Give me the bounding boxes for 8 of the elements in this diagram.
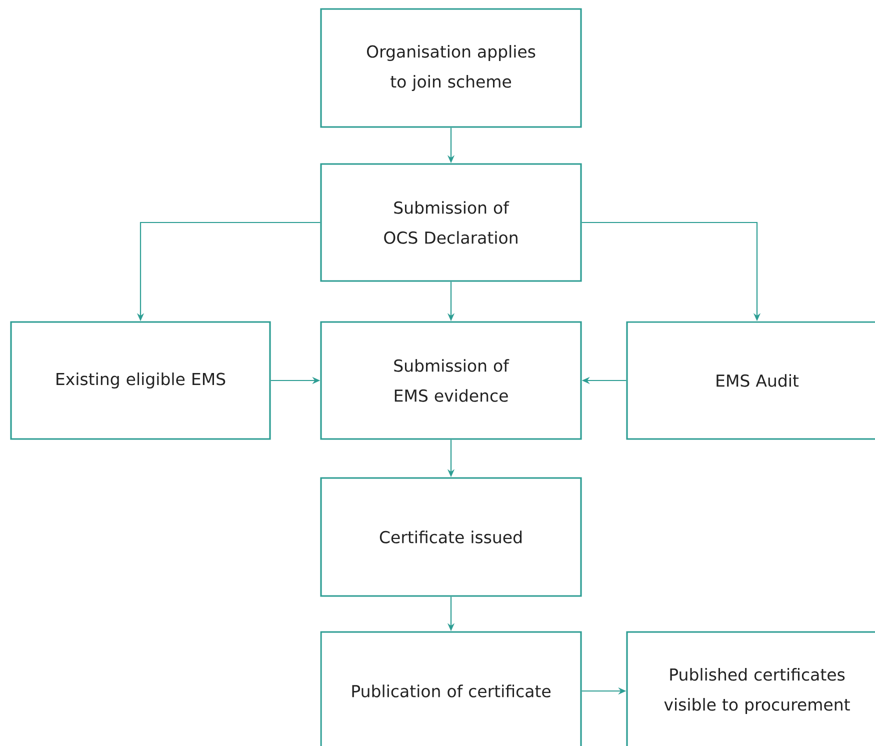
process-box: Publication of certificate (320, 631, 582, 746)
process-box: Submission of OCS Declaration (320, 163, 582, 282)
process-box: Organisation applies to join scheme (320, 8, 582, 128)
process-box: Existing eligible EMS (10, 321, 271, 440)
process-box: Published certificates visible to procurement (626, 631, 875, 746)
process-box: Certificate issued (320, 477, 582, 597)
process-box: Submission of EMS evidence (320, 321, 582, 440)
process-box: EMS Audit (626, 321, 875, 440)
